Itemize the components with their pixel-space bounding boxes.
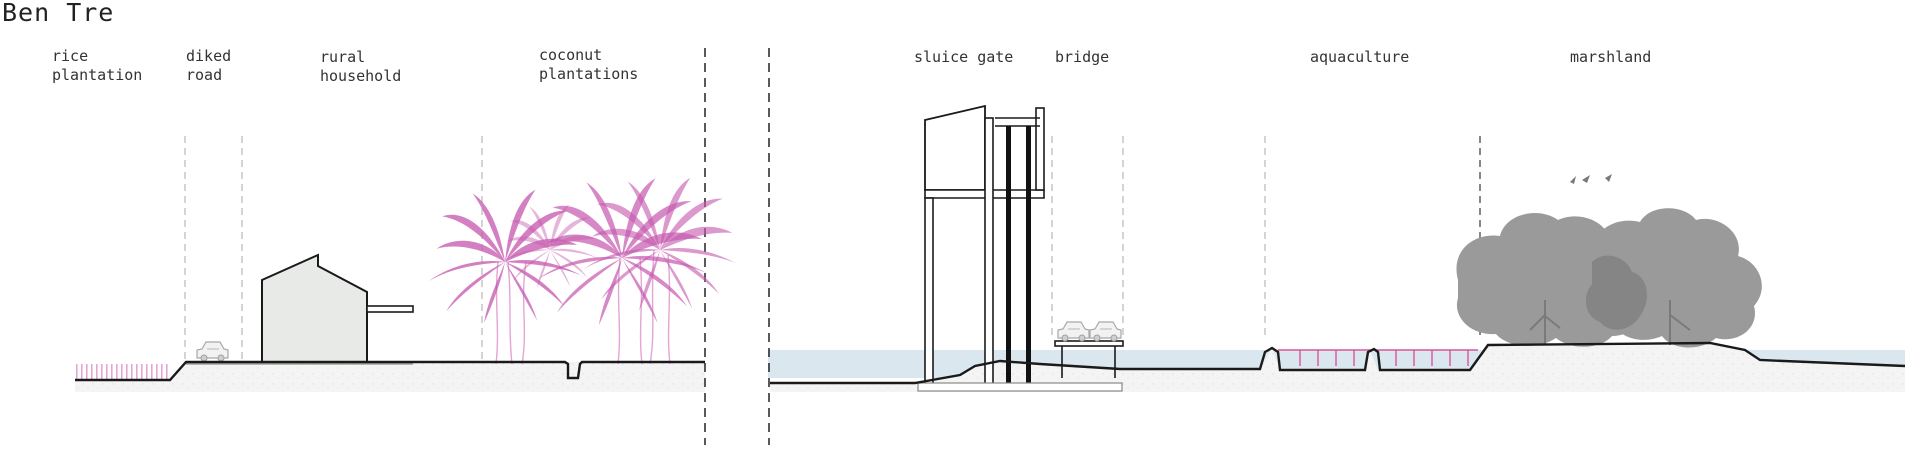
tree-overlap <box>1585 255 1647 330</box>
aquaculture-nets <box>1278 349 1478 366</box>
ground-left <box>75 362 705 392</box>
label-bridge: bridge <box>1055 48 1110 66</box>
ground-line-right <box>770 341 1906 385</box>
palm-tree-icon <box>538 178 706 326</box>
label-sluice-gate: sluice gate <box>914 48 1014 66</box>
zone-dividers <box>184 136 1266 360</box>
bridge-structure <box>1054 321 1124 378</box>
birds-icon <box>1570 174 1612 184</box>
label-rice-plantation: rice plantation <box>52 47 143 84</box>
label-diked-road: diked road <box>186 47 232 84</box>
rice-field <box>76 364 170 380</box>
palm-trunks <box>495 249 671 365</box>
ground-right <box>770 343 1905 392</box>
diagram-title: Ben Tre <box>2 0 115 27</box>
car-icon <box>1057 321 1090 342</box>
house-icon <box>261 253 414 363</box>
car-icon <box>1089 321 1122 342</box>
sluice-gate-structure <box>917 104 1123 392</box>
label-aquaculture: aquaculture <box>1310 48 1410 66</box>
label-coconut-plantations: coconut plantations <box>539 46 639 83</box>
tree-trunks <box>1529 300 1691 345</box>
car-icon <box>196 341 229 362</box>
label-marshland: marshland <box>1570 48 1652 66</box>
ground-line-left <box>75 360 705 382</box>
palm-tree-icon <box>429 189 581 323</box>
label-rural-household: rural household <box>320 48 402 85</box>
